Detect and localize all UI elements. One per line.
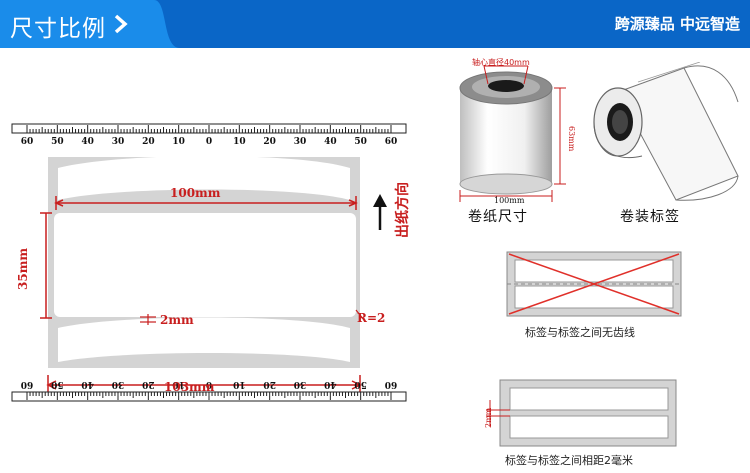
ruler-top: [11, 123, 407, 134]
ruler-label: 10: [172, 137, 185, 147]
header-bar: 尺寸比例 跨源臻品 中远智造: [0, 0, 750, 48]
ruler-label: 0: [206, 379, 212, 389]
label-top-partial: [58, 156, 350, 200]
header-tagline: 跨源臻品 中远智造: [614, 15, 740, 33]
ruler-label: 10: [233, 137, 246, 147]
chevron-right-icon: [114, 14, 128, 34]
ruler-label: 30: [112, 379, 125, 389]
ruler-label: 50: [51, 379, 64, 389]
roll-label-caption: 卷装标签: [620, 209, 680, 225]
core-diameter-label: 轴心直径40mm: [472, 58, 530, 67]
ruler-bottom: [11, 391, 407, 402]
no-gap-caption: 标签与标签之间无齿线: [525, 326, 635, 339]
roll-height-label: 63mm: [567, 126, 576, 152]
label-bottom-partial: [58, 317, 350, 362]
ruler-label: 40: [324, 137, 337, 147]
ruler-label: 50: [354, 137, 367, 147]
page-title: 尺寸比例: [10, 16, 106, 42]
ruler-label: 20: [142, 137, 155, 147]
gap-diagram: [486, 379, 677, 447]
height-dimension-label: 35mm: [16, 247, 30, 290]
ruler-label: 50: [354, 379, 367, 389]
ruler-label: 60: [21, 379, 34, 389]
ruler-label: 40: [81, 379, 94, 389]
ruler-label: 60: [385, 379, 398, 389]
ruler-label: 30: [294, 379, 307, 389]
ruler-label: 60: [21, 137, 34, 147]
ruler-label: 50: [51, 137, 64, 147]
gap-dimension-label: 2mm: [160, 313, 194, 327]
gap-caption: 标签与标签之间相距2毫米: [505, 454, 633, 467]
ruler-label: 10: [233, 379, 246, 389]
no-gap-diagram: [506, 251, 682, 317]
ruler-label: 20: [142, 379, 155, 389]
ruler-label: 30: [294, 137, 307, 147]
ruler-label: 30: [112, 137, 125, 147]
corner-radius-label: R=2: [357, 311, 386, 325]
header-curve: [140, 0, 180, 48]
roll-size-diagram: [459, 65, 566, 202]
roll-width-label: 100mm: [494, 196, 525, 205]
ruler-label: 20: [263, 379, 276, 389]
gap-size-label: 2mm: [484, 407, 493, 428]
label-dimension-diagram: 60 50 40 30 20 10 0 10 20 30 40 50 60: [11, 123, 407, 402]
feed-direction-label: 出纸方向: [395, 182, 411, 238]
roll-label-illustration: [593, 62, 739, 201]
ruler-label: 0: [206, 137, 212, 147]
ruler-label: 20: [263, 137, 276, 147]
roll-size-caption: 卷纸尺寸: [468, 209, 528, 225]
feed-direction-arrow: [373, 194, 387, 230]
label-center: [54, 213, 356, 317]
ruler-label: 40: [324, 379, 337, 389]
header-tab: [0, 0, 154, 48]
ruler-label: 40: [81, 137, 94, 147]
width-dimension-label: 100mm: [170, 186, 221, 200]
ruler-label: 60: [385, 137, 398, 147]
ruler-label: 10: [172, 379, 185, 389]
outer-width-label: 103mm: [164, 380, 215, 394]
